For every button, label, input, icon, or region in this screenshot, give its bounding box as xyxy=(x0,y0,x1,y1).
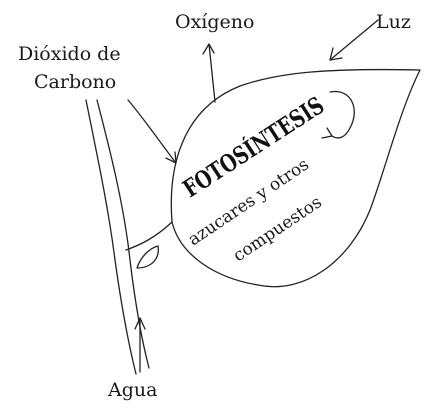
co2-label-line2: Carbono xyxy=(34,71,116,93)
leaf-outline xyxy=(170,68,421,288)
leaf-petiole xyxy=(125,221,173,251)
water-label: Agua xyxy=(107,379,157,401)
cycle-arrowhead xyxy=(321,127,333,139)
co2-arrow xyxy=(127,99,177,164)
plant-stem xyxy=(85,99,150,375)
light-arrow xyxy=(329,19,379,61)
oxygen-arrow xyxy=(202,43,216,103)
light-label: Luz xyxy=(376,11,411,33)
cycle-arrow xyxy=(329,90,355,139)
stem-bud xyxy=(136,245,159,269)
co2-label-line1: Dióxido de xyxy=(18,43,121,65)
oxygen-label: Oxígeno xyxy=(175,11,254,33)
water-arrow xyxy=(134,317,146,373)
